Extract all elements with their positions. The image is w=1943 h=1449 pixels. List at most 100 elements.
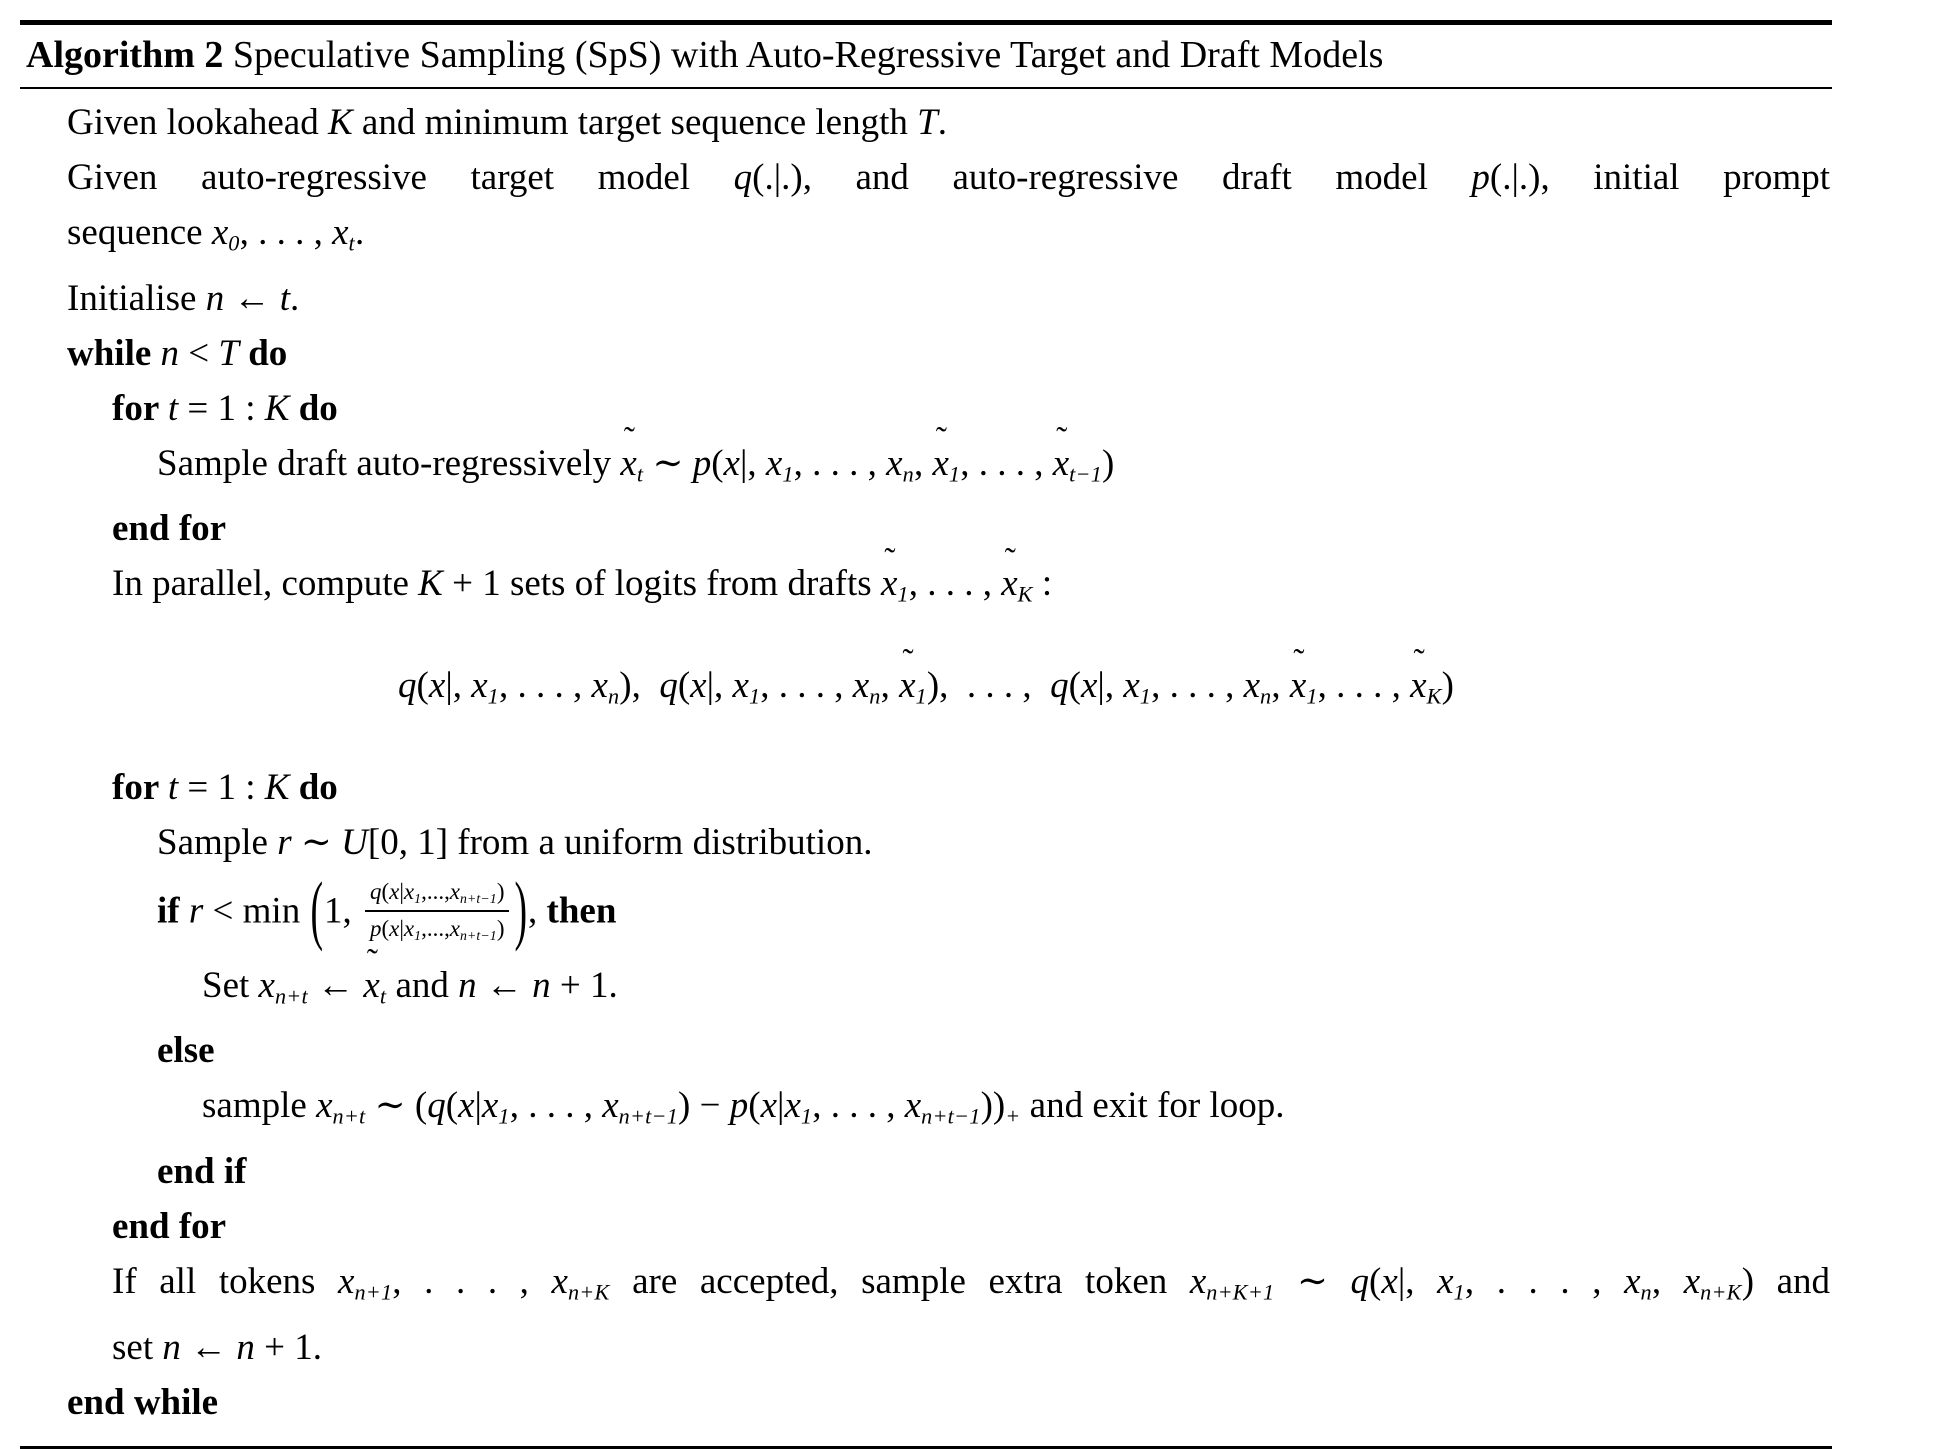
algo-line-20: set n ← n + 1. [20,1320,1832,1375]
text-segment: ,..., [421,915,450,941]
algorithm-title: Algorithm 2 Speculative Sampling (SpS) w… [20,25,1832,87]
math-var-segment: x [403,915,415,941]
tilde-variable: ˜x [1052,421,1070,484]
algo-line-9: In parallel, compute K + 1 sets of logit… [20,541,1832,622]
math-var-segment: x [258,964,275,1006]
text-segment: ( [381,915,390,941]
tilde-accent: ˜ [1056,421,1068,459]
keyword-segment: do [289,387,338,429]
math-var-segment: n [236,1326,255,1368]
text-segment: )) [980,1085,1006,1127]
text-segment: ∼ [643,442,693,484]
subscript-segment: 1 [414,928,422,944]
algorithm-label: Algorithm 2 [26,34,224,76]
text-segment: , [528,890,547,932]
tilde-accent: ˜ [366,943,378,981]
subscript-segment: 1 [498,1103,510,1129]
keyword-segment: end while [67,1381,219,1423]
text-segment: ), . . . , [926,664,1051,706]
keyword-segment: end if [157,1150,247,1192]
subscript-segment: n+K+1 [1206,1279,1275,1305]
math-var-segment: p [729,1085,749,1127]
text-segment: ← [224,277,280,319]
tilde-accent: ˜ [935,421,948,459]
math-var-segment: q [370,878,382,904]
text-segment: , . . . , [908,563,1002,605]
text-segment: Set [202,964,259,1006]
text-segment: ← [476,964,533,1006]
algo-line-13: if r < min (1, q(x|x1,...,xn+t−1)p(x|x1,… [20,867,1832,953]
text-segment: sample [202,1085,317,1127]
fraction-denominator: p(x|x1,...,xn+t−1) [365,912,509,945]
text-segment: ( [1068,664,1081,706]
math-var-segment: p [692,442,712,484]
text-segment: |, [1397,1260,1438,1302]
text-segment: Sample draft auto-regressively [157,442,621,484]
math-var-segment: r [277,821,292,863]
text-segment: Given lookahead [67,102,328,143]
subscript-segment: n [1260,683,1272,709]
keyword-segment: end for [112,508,227,550]
math-var-segment: x [723,442,740,484]
text-segment: , . . . , [392,1260,552,1302]
text-segment: ) and [1741,1260,1831,1302]
math-var-segment: x [458,1085,475,1127]
math-var-segment: n [205,277,225,319]
text-segment: set [112,1326,163,1368]
tilde-variable: ˜x [1289,643,1307,706]
subscript-segment: n [1640,1279,1652,1305]
subscript-segment: K [1426,683,1442,709]
keyword-segment: then [546,890,617,932]
subscript-segment: n+t [332,1103,366,1129]
text-segment: ( [677,664,691,706]
text-segment: ) − [678,1085,730,1127]
text-segment: , . . . , [499,664,592,706]
text-segment: ) [1441,664,1454,706]
subscript-segment: n+1 [354,1279,393,1305]
subscript-segment: t [636,461,644,487]
math-var-segment: x [690,664,707,706]
subscript-segment: 1 [414,891,422,906]
text-segment: Initialise [67,277,206,319]
text-segment: ,..., [421,878,450,904]
text-segment: , . . . , [239,212,333,253]
text-segment: : [1032,563,1053,605]
subscript-segment: n+t [274,983,308,1009]
subscript-segment: + [1005,1103,1021,1129]
subscript-segment: 1 [487,683,499,709]
text-segment: , . . . , [760,664,853,706]
math-var-segment: t [167,387,179,429]
text-segment: are accepted, sample extra token [609,1260,1190,1302]
text-segment: ( [445,1085,459,1127]
subscript-segment: n+K [567,1279,610,1305]
math-var-segment: n [532,964,551,1006]
math-var-segment: x [1437,1260,1454,1302]
keyword-segment: if [157,890,189,932]
subscript-segment: n+K [1700,1279,1742,1305]
text-segment: |, [739,442,766,484]
text-segment: | [399,878,404,904]
subscript-segment: 1 [948,461,961,487]
tilde-accent: ˜ [1413,643,1425,681]
math-var-segment: q [1350,1260,1370,1302]
math-var-segment: K [327,102,353,143]
math-var-segment: x [449,878,460,904]
tilde-accent: ˜ [623,421,635,459]
text-segment: , . . . , [1317,664,1411,706]
text-segment: Given auto-regressive target model [67,157,734,198]
text-segment: = 1 : [178,387,265,429]
top-rule [20,20,1832,25]
text-segment: ← [307,964,364,1006]
algo-line-6: for t = 1 : K do [20,381,1832,436]
text-segment: and exit for loop. [1020,1085,1285,1127]
math-var-segment: x [1123,664,1140,706]
tilde-variable: ˜x [880,541,898,605]
math-var-segment: K [418,563,443,605]
keyword-segment: do [238,332,288,374]
text-segment: |, [706,664,733,706]
bottom-rule [20,1445,1832,1449]
subscript-segment: t [379,983,387,1009]
math-var-segment: K [264,766,290,808]
tilde-accent: ˜ [902,643,914,681]
algo-line-5: while n < T do [20,326,1832,381]
